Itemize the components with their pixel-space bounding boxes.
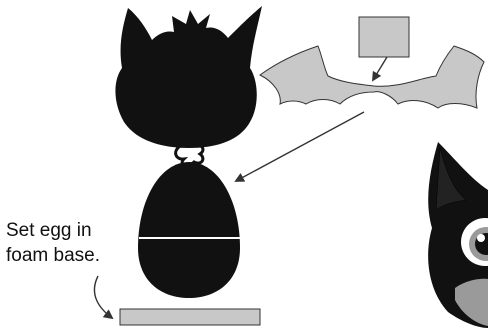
wing-piece-icon: [359, 17, 409, 57]
caption-line-2: foam base.: [6, 243, 100, 268]
caption-line-1: Set egg in: [6, 218, 100, 243]
caption-set-egg: Set egg in foam base.: [6, 218, 100, 268]
egg-body-icon: [138, 162, 240, 298]
finished-bat-icon: [428, 142, 488, 328]
wing-to-egg-arrow: [236, 112, 364, 181]
wing-piece-arrow: [373, 57, 387, 80]
bat-head-icon: [115, 6, 262, 148]
foam-base-icon: [120, 309, 260, 325]
foam-base-arrow: [94, 276, 112, 318]
